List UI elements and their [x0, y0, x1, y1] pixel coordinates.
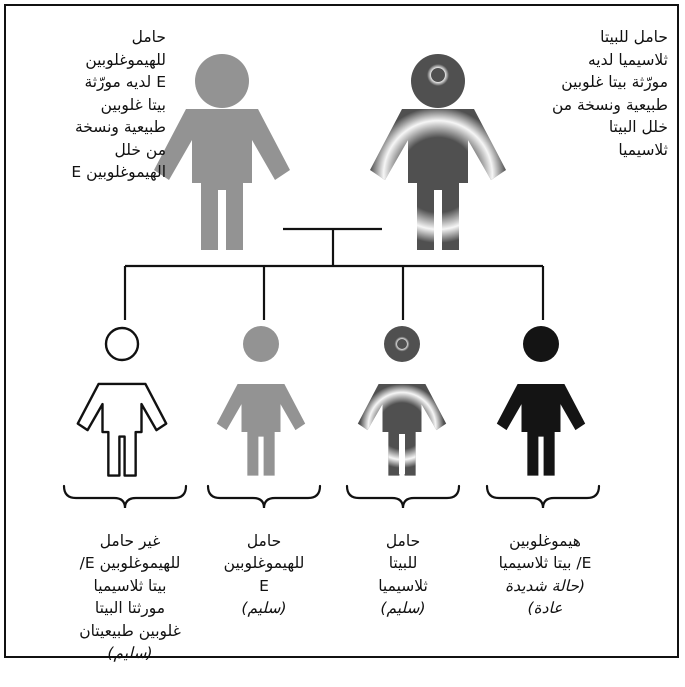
inheritance-diagram: [62, 53, 601, 509]
child-2-status: (سليم): [241, 599, 287, 617]
child-3-label: حامل للبيتا ثلاسيميا: [378, 531, 428, 595]
child-4-brace: [485, 484, 601, 509]
father-label: حامل للهيموغلوبين E لديه مورّثة بيتا غلو…: [71, 28, 166, 181]
pedigree-lines: [123, 227, 545, 320]
child-3-label-block: حامل للبيتا ثلاسيميا (سليم): [342, 507, 464, 642]
child-2-label: حامل للهيموغلوبين E: [223, 531, 305, 595]
child-2-person-icon: [216, 326, 306, 476]
child-4-label: هيموغلوبين E/ بيتا ثلاسيميا: [498, 531, 592, 573]
mother-label: حامل للبيتا ثلاسيميا لديه مورّثة بيتا غل…: [551, 28, 668, 159]
child-1-status: (سليم): [107, 644, 153, 662]
child-2-brace: [206, 484, 322, 509]
child-4-person-icon: [496, 326, 586, 476]
child-4-status: (حالة شديدة عادة): [504, 576, 585, 618]
child-1-label-block: غير حامل للهيموغلوبين E/ بيتا ثلاسيميا م…: [44, 507, 216, 687]
child-2-label-block: حامل للهيموغلوبين E (سليم): [196, 507, 332, 642]
mother-person-icon: [370, 53, 506, 252]
child-1-brace: [62, 484, 188, 509]
child-braces: [62, 484, 601, 509]
child-3-brace: [345, 484, 461, 509]
child-3-status: (سليم): [380, 599, 426, 617]
child-1-label: غير حامل للهيموغلوبين E/ بيتا ثلاسيميا م…: [79, 531, 181, 640]
child-3-person-icon: [357, 326, 447, 476]
child-4-label-block: هيموغلوبين E/ بيتا ثلاسيميا (حالة شديدة …: [466, 507, 624, 642]
child-1-person-icon: [76, 326, 168, 477]
father-person-icon: [154, 54, 290, 250]
